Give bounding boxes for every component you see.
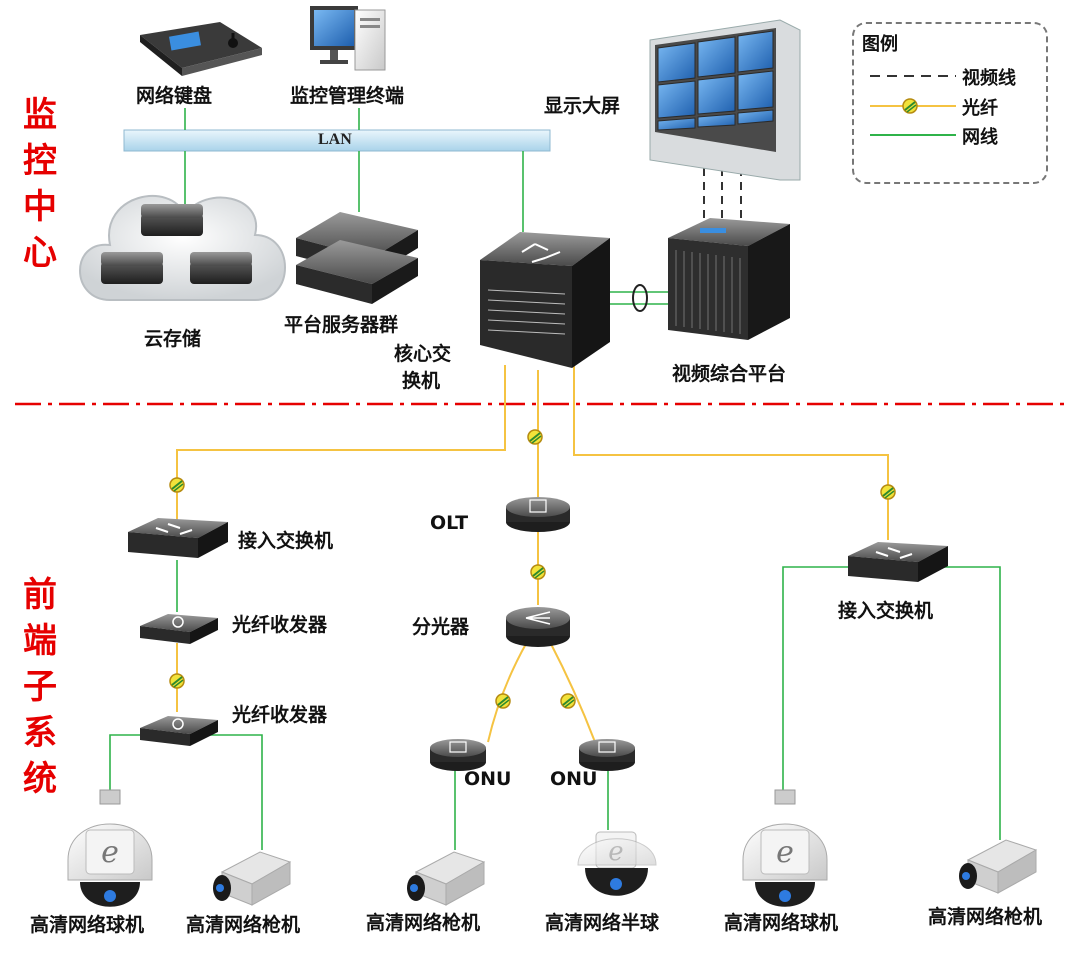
bullet-camera-2-icon [407, 851, 486, 906]
fiber-markers [169, 429, 896, 709]
label-transceiver-2: 光纤收发器 [232, 704, 328, 726]
label-cam-dome-1: 高清网络球机 [30, 914, 145, 936]
label-monitoring-terminal: 监控管理终端 [290, 85, 405, 107]
svg-text:e: e [776, 835, 794, 870]
label-cam-bullet-1: 高清网络枪机 [186, 914, 301, 936]
fiber-lines [176, 365, 889, 743]
splitter-icon [506, 607, 570, 647]
lan-label: LAN [318, 131, 352, 148]
label-onu-right: ONU [550, 768, 598, 790]
display-wall-icon [649, 19, 801, 181]
label-cam-bullet-2: 高清网络枪机 [366, 912, 481, 934]
monitoring-terminal-icon [310, 6, 386, 71]
label-access-switch-left: 接入交换机 [238, 530, 334, 552]
label-onu-left: ONU [464, 768, 512, 790]
label-cloud-storage: 云存储 [144, 328, 202, 350]
server-cluster-icon [296, 212, 418, 304]
link-bundle-ring [632, 284, 648, 312]
access-switch-left-icon [128, 518, 228, 558]
core-switch-icon [480, 232, 610, 368]
legend-box [852, 22, 1048, 184]
lan-bus [123, 129, 551, 152]
label-cam-halfdome: 高清网络半球 [545, 912, 660, 934]
half-dome-camera-icon: e [577, 831, 657, 896]
transceiver-2-icon [140, 716, 218, 746]
core-to-platform-links [608, 291, 672, 305]
svg-text:e: e [101, 835, 119, 870]
dome-camera-2-icon: e [742, 789, 828, 907]
label-cam-bullet-3: 高清网络枪机 [928, 906, 1043, 928]
label-server-cluster: 平台服务器群 [284, 314, 399, 336]
network-keyboard-icon [140, 22, 262, 76]
label-core-switch-line1: 核心交 [394, 343, 452, 365]
dome-camera-1-icon: e [67, 789, 153, 907]
label-transceiver-1: 光纤收发器 [232, 614, 328, 636]
label-access-switch-right: 接入交换机 [838, 600, 934, 622]
label-video-platform: 视频综合平台 [672, 363, 787, 385]
legend-video-line-label: 视频线 [962, 68, 1016, 89]
legend-swatches [870, 75, 956, 136]
access-switch-right-icon [848, 542, 948, 582]
section-frontend-subsystem: 前端子系统 [23, 575, 57, 799]
olt-icon [506, 497, 570, 532]
bullet-camera-1-icon [213, 851, 292, 906]
legend-network-line-label: 网线 [962, 127, 998, 148]
transceiver-1-icon [140, 614, 218, 644]
cloud-storage-icon [79, 194, 286, 301]
label-cam-dome-2: 高清网络球机 [724, 912, 839, 934]
section-monitoring-center: 监控中心 [23, 95, 57, 273]
label-display-wall: 显示大屏 [544, 95, 621, 117]
video-lines [703, 168, 742, 218]
onu-right-icon [579, 739, 635, 771]
legend-fiber-label: 光纤 [962, 98, 998, 119]
bullet-camera-3-icon [959, 839, 1038, 894]
network-lines-bottom [109, 560, 1001, 850]
legend-title: 图例 [862, 34, 898, 55]
label-core-switch-line2: 换机 [402, 370, 441, 392]
video-platform-icon [668, 218, 790, 340]
label-olt: OLT [430, 512, 469, 534]
label-splitter: 分光器 [412, 616, 470, 638]
onu-left-icon [430, 739, 486, 771]
label-network-keyboard: 网络键盘 [136, 85, 213, 107]
network-lines-top [184, 108, 524, 232]
